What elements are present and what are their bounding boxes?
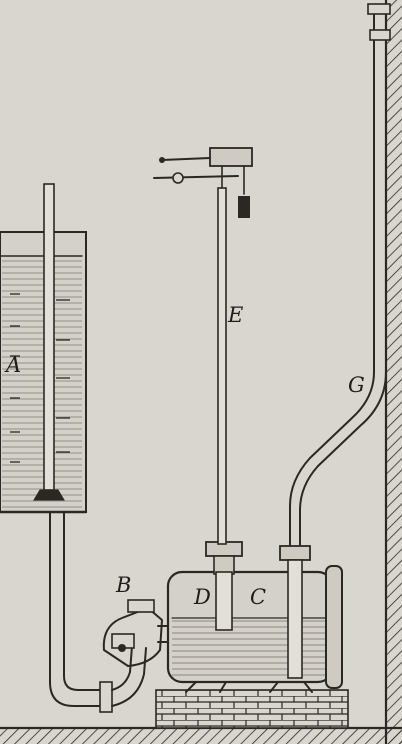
- standpipe-g: [279, 3, 391, 679]
- label-g: G: [348, 373, 365, 397]
- label-b: B: [115, 573, 131, 597]
- floor: [0, 726, 402, 744]
- lever-mechanism: [153, 147, 253, 218]
- label-a: A: [4, 353, 21, 377]
- label-d: D: [193, 585, 211, 609]
- brick-base: [155, 689, 349, 729]
- label-e: E: [227, 303, 243, 327]
- rod-e: [217, 187, 227, 545]
- label-c: C: [250, 585, 266, 609]
- right-wall: [384, 0, 402, 744]
- vessel-a: [0, 183, 88, 514]
- valve-b: [102, 599, 163, 667]
- float-d: [205, 541, 243, 631]
- outlet-pipe: [49, 511, 147, 713]
